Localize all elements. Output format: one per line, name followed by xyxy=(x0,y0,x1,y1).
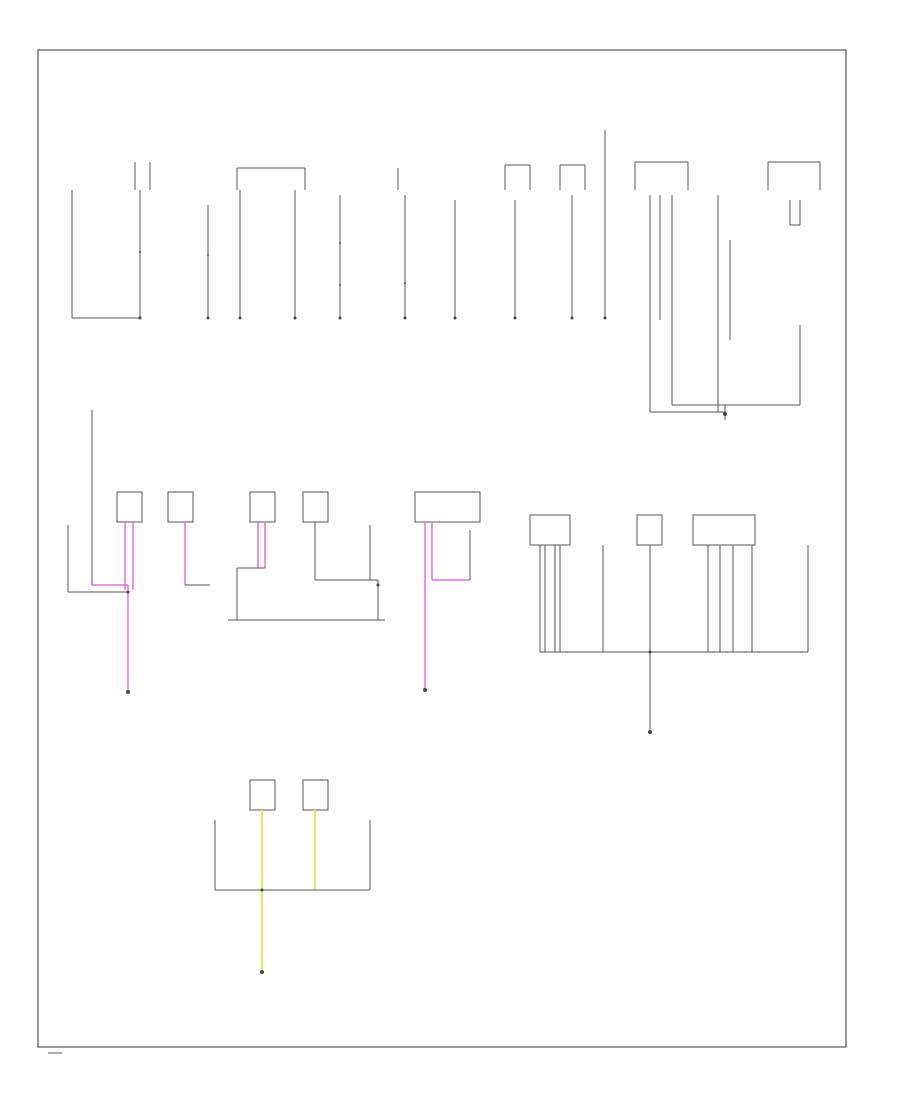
component-box xyxy=(116,491,143,523)
component-box xyxy=(414,491,481,523)
top-row-connectors xyxy=(71,130,607,320)
middle-left-group xyxy=(67,410,481,694)
component-box xyxy=(302,491,329,523)
component-box xyxy=(302,779,329,811)
component-box xyxy=(636,514,663,546)
component-box xyxy=(529,514,571,546)
bottom-group xyxy=(214,779,371,974)
middle-right-group xyxy=(529,514,809,734)
top-right-group xyxy=(634,161,821,420)
component-box xyxy=(249,779,276,811)
component-box xyxy=(692,514,756,546)
diagram-border xyxy=(37,49,847,1048)
component-box xyxy=(167,491,194,523)
component-box xyxy=(249,491,276,523)
